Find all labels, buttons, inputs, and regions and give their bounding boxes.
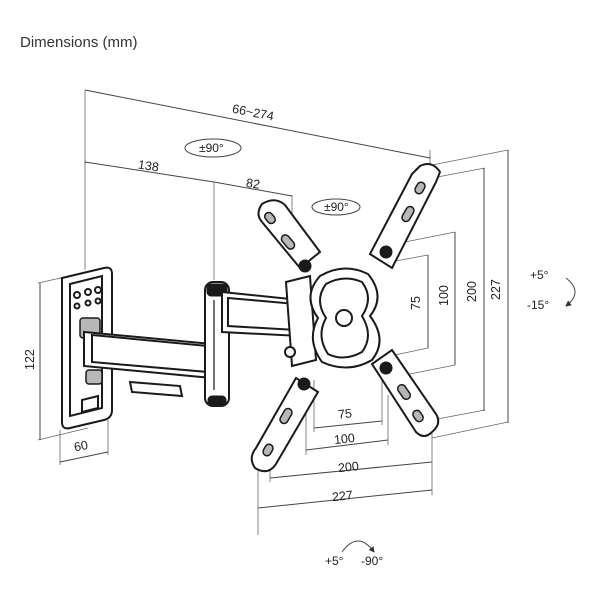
- vesa-plate: [250, 163, 442, 473]
- plate-offset-label: 82: [245, 176, 261, 192]
- vesa-h-100-label: 100: [333, 431, 355, 447]
- vesa-v-227-label: 227: [489, 279, 503, 300]
- vesa-h-227-label: 227: [331, 488, 353, 504]
- arm-swivel-label: ±90°: [199, 141, 224, 155]
- vesa-h-75-label: 75: [337, 406, 352, 421]
- tilt-arrow-icon: [565, 277, 576, 307]
- tilt-indicator: +5° -15°: [527, 268, 576, 312]
- rotate-arrow-icon: [311, 198, 361, 216]
- wall-plate-width-label: 60: [73, 438, 89, 454]
- vesa-v-200-label: 200: [465, 281, 479, 302]
- swivel-indicator: +5° -90°: [325, 540, 383, 568]
- swing-arm: [83, 274, 318, 407]
- page-title: Dimensions (mm): [20, 34, 138, 51]
- wall-plate-height-label: 122: [23, 349, 37, 370]
- swivel-arrow-icon: [341, 540, 375, 553]
- plate-rotation-indicator: ±90°: [311, 198, 361, 216]
- rotate-arrow-icon: [184, 138, 242, 158]
- tilt-down-label: -15°: [527, 298, 549, 312]
- tilt-up-label: +5°: [530, 268, 549, 282]
- arm-swivel-indicator: ±90°: [184, 138, 242, 158]
- dimension-labels: 66~274 138 82 122 60 227 200 100 75 75 1…: [23, 102, 503, 504]
- swivel-right-label: -90°: [361, 554, 383, 568]
- vesa-v-100-label: 100: [437, 285, 451, 306]
- vesa-h-200-label: 200: [337, 459, 359, 475]
- swivel-left-label: +5°: [325, 554, 344, 568]
- vesa-v-75-label: 75: [409, 296, 423, 310]
- plate-rotation-label: ±90°: [324, 200, 349, 214]
- arm-length-label: 138: [137, 158, 160, 175]
